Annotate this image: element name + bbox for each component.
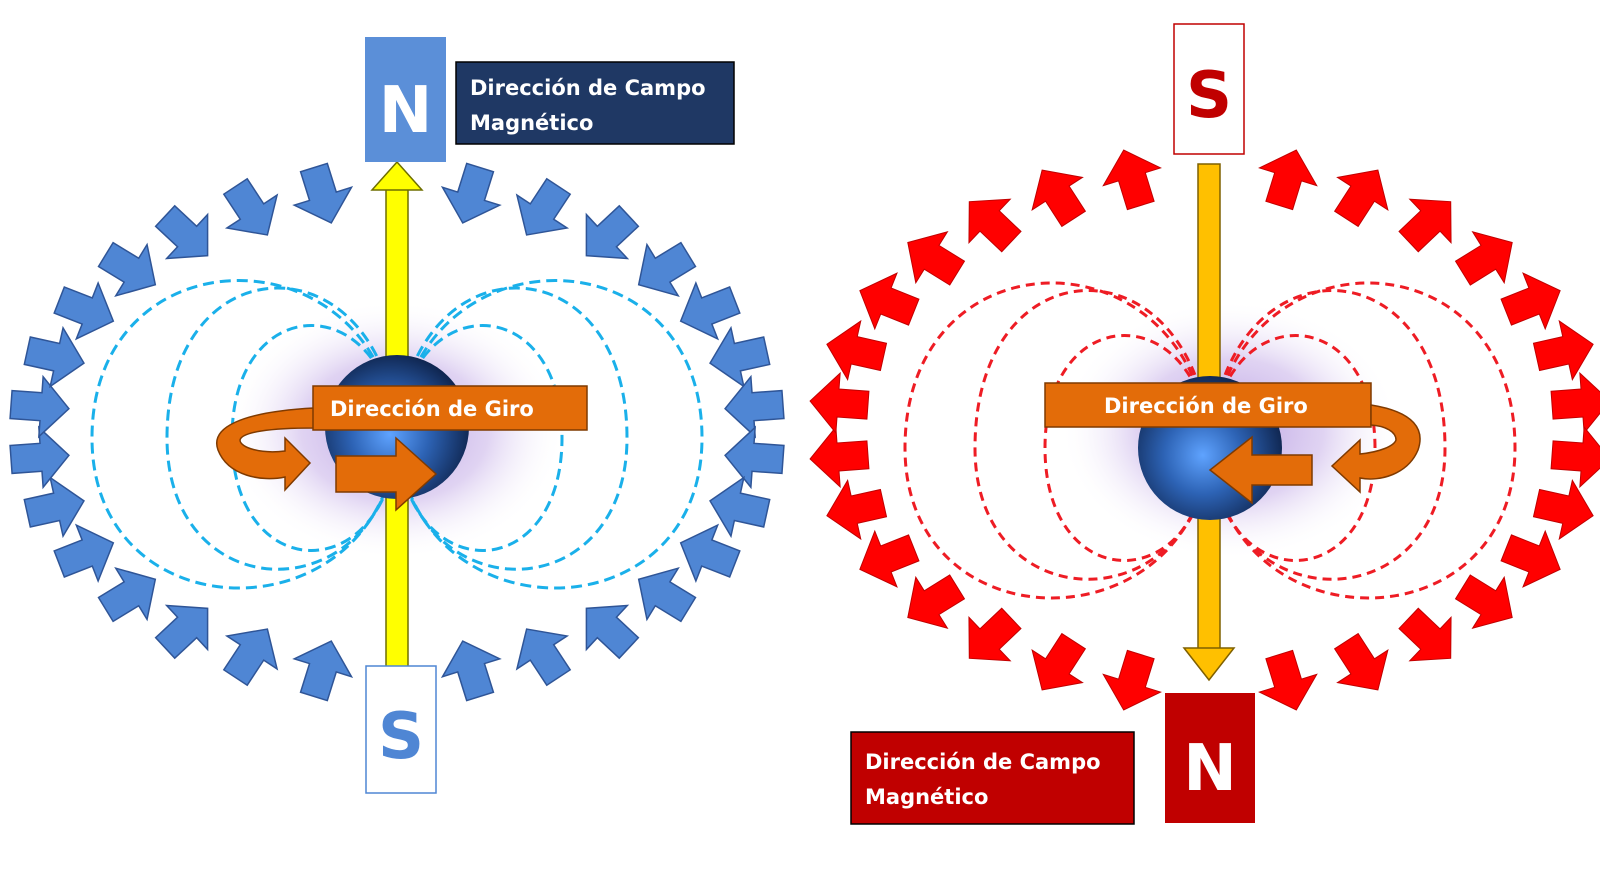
right-spin-straight-arrow xyxy=(1208,435,1313,505)
left-field-arrow xyxy=(284,631,361,707)
right-spin-label-box xyxy=(1044,382,1372,428)
right-field-arrow xyxy=(948,179,1033,264)
right-field-arrow xyxy=(1446,216,1529,300)
right-field-loop-left-1 xyxy=(1043,334,1212,562)
right-field-label-line1: Dirección de Campo xyxy=(865,750,1101,774)
left-field-loop-left-3 xyxy=(90,279,399,590)
right-field-arrow xyxy=(1250,140,1326,215)
left-bottom-pole-letter: S xyxy=(378,700,424,774)
left-field-arrow xyxy=(209,169,294,253)
left-field-arrow xyxy=(47,514,125,593)
right-field-arrow xyxy=(1494,519,1572,598)
left-field-loop-right-1 xyxy=(395,324,564,552)
left-field-arrow xyxy=(433,631,510,707)
left-field-arrow xyxy=(8,373,72,440)
left-field-label-box xyxy=(455,61,735,145)
left-field-arrow xyxy=(669,514,747,593)
right-field-loop-left-2 xyxy=(973,289,1212,581)
right-spin-curve-arrow xyxy=(1330,404,1421,494)
right-field-arrow xyxy=(1094,645,1170,720)
right-field-label-box xyxy=(850,731,1135,825)
right-field-arrow xyxy=(948,596,1033,681)
right-field-arrow xyxy=(848,519,926,598)
right-field-label-line2: Magnético xyxy=(865,785,988,809)
right-field-arrow xyxy=(848,262,926,341)
right-field-loop-right-1 xyxy=(1208,334,1377,562)
right-field-loop-right-3 xyxy=(1208,281,1517,600)
left-field-arrow xyxy=(500,169,585,253)
left-spin-label-box xyxy=(312,385,588,431)
right-panel: Dirección de Giro S N Dirección de Campo… xyxy=(807,23,1600,825)
left-field-arrow xyxy=(143,193,229,279)
right-field-arrow xyxy=(1549,424,1600,490)
right-field-arrow xyxy=(891,560,974,644)
right-field-arrow xyxy=(1320,153,1404,236)
left-field-loop-right-3 xyxy=(395,279,704,590)
left-field-label-line2: Magnético xyxy=(470,111,593,135)
right-axis-arrowhead xyxy=(1182,647,1236,682)
right-field-arrow xyxy=(1529,473,1600,546)
left-bottom-pole-box xyxy=(365,665,437,794)
left-top-pole-box xyxy=(365,37,446,162)
left-field-arrow xyxy=(722,424,786,491)
right-field-arrow xyxy=(807,370,871,436)
right-field-arrow xyxy=(891,216,974,300)
right-field-arrow xyxy=(1387,179,1472,264)
right-top-pole-letter: S xyxy=(1186,59,1232,133)
right-field-arrow xyxy=(1016,624,1100,707)
right-field-loop-right-2 xyxy=(1208,289,1447,581)
right-bottom-pole-box xyxy=(1165,693,1255,823)
left-field-label-line1: Dirección de Campo xyxy=(470,76,706,100)
left-field-arrow xyxy=(500,611,585,695)
left-spin-curve-arrow xyxy=(216,407,315,492)
left-field-arrow xyxy=(209,611,294,695)
left-axis-arrowhead xyxy=(370,160,424,191)
right-field-lines xyxy=(903,281,1517,600)
right-field-loop-left-3 xyxy=(903,281,1212,600)
left-field-arrow xyxy=(565,585,651,671)
right-field-arrow xyxy=(807,424,871,490)
right-spin-label: Dirección de Giro xyxy=(1104,394,1308,418)
left-spin-straight-arrow xyxy=(335,436,438,512)
right-field-arrow xyxy=(1320,624,1404,707)
right-field-arrow xyxy=(819,473,891,546)
right-field-arrow xyxy=(1094,140,1170,215)
left-field-arrow xyxy=(565,193,651,279)
right-field-arrow xyxy=(1446,560,1529,644)
left-spin-label: Dirección de Giro xyxy=(330,397,534,421)
right-field-arrow xyxy=(1016,153,1100,236)
left-panel: Dirección de Giro N S Dirección de Campo… xyxy=(8,37,786,794)
right-field-arrow xyxy=(1387,596,1472,681)
right-field-arrow xyxy=(1494,262,1572,341)
right-field-arrow xyxy=(819,314,891,387)
right-top-pole-box xyxy=(1173,23,1245,155)
right-field-arrow xyxy=(1529,314,1600,387)
left-field-arrow xyxy=(433,157,510,233)
right-bottom-pole-letter: N xyxy=(1183,732,1237,806)
left-field-loop-left-2 xyxy=(165,286,399,571)
right-field-arrow xyxy=(1250,645,1326,720)
right-field-arrow xyxy=(1549,370,1600,436)
left-field-arrow xyxy=(669,271,747,350)
left-field-arrow xyxy=(284,157,361,233)
left-top-pole-letter: N xyxy=(379,74,433,148)
left-field-arrow xyxy=(143,585,229,671)
left-field-loop-right-2 xyxy=(395,286,629,571)
left-field-arrow xyxy=(47,271,125,350)
